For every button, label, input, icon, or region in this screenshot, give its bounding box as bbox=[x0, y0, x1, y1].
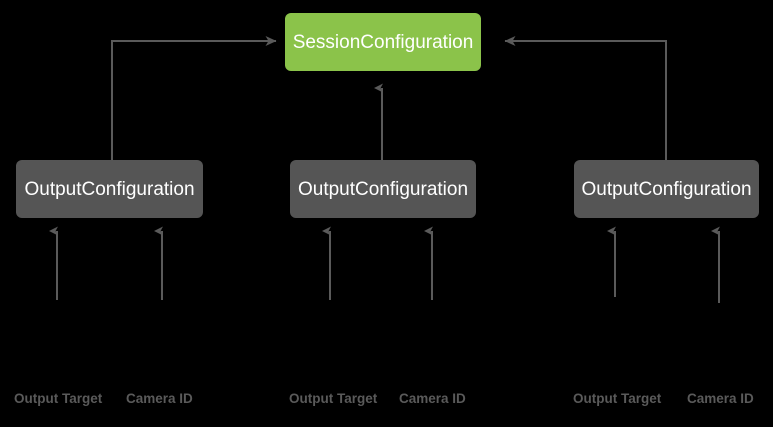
node-output-configuration-middle[interactable]: OutputConfiguration bbox=[290, 160, 476, 218]
node-session-configuration[interactable]: SessionConfiguration bbox=[285, 13, 481, 71]
leaf-label-right-output-target: Output Target bbox=[573, 391, 662, 406]
node-output-configuration-left-label: OutputConfiguration bbox=[24, 178, 195, 200]
node-output-configuration-right-label: OutputConfiguration bbox=[581, 178, 752, 200]
node-output-configuration-left[interactable]: OutputConfiguration bbox=[16, 160, 203, 218]
leaf-label-left-camera-id: Camera ID bbox=[126, 391, 193, 406]
node-output-configuration-middle-label: OutputConfiguration bbox=[297, 178, 469, 200]
edge-left-to-session bbox=[111, 36, 277, 160]
leaf-label-middle-output-target: Output Target bbox=[289, 391, 378, 406]
edge-right-to-session bbox=[504, 36, 667, 160]
leaf-label-middle-camera-id: Camera ID bbox=[399, 391, 466, 406]
leaf-label-right-camera-id: Camera ID bbox=[687, 391, 754, 406]
node-session-configuration-label: SessionConfiguration bbox=[292, 31, 474, 53]
node-output-configuration-right[interactable]: OutputConfiguration bbox=[574, 160, 759, 218]
leaf-label-left-output-target: Output Target bbox=[14, 391, 103, 406]
